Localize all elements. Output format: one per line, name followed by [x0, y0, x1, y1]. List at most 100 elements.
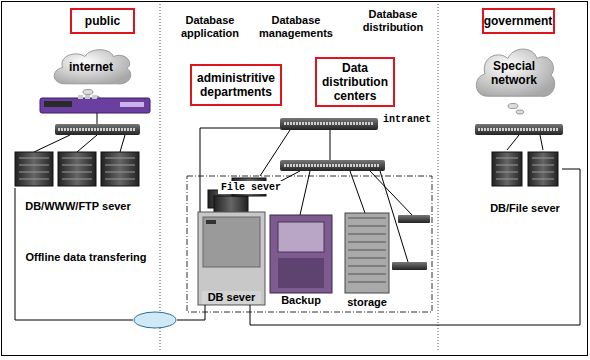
drive-bay [62, 172, 92, 173]
node-label: government [484, 14, 553, 28]
port [320, 122, 322, 125]
port [547, 128, 549, 131]
port [314, 164, 316, 167]
port [296, 122, 298, 125]
port [338, 164, 340, 167]
port [359, 164, 361, 167]
port [314, 122, 316, 125]
region-heading: government [482, 8, 555, 34]
network-cloud: internet [48, 46, 134, 88]
storage-rack [345, 213, 389, 293]
server-tower [15, 152, 558, 186]
device-label: DB/File sever [480, 202, 570, 215]
port [326, 164, 328, 167]
port [97, 128, 99, 131]
department-box: Data distribution centers [315, 57, 395, 107]
port [332, 122, 334, 125]
network-device [392, 215, 430, 270]
port [332, 164, 334, 167]
router [40, 95, 150, 113]
drive-bay [496, 158, 518, 159]
port [371, 122, 373, 125]
port [368, 122, 370, 125]
backup-library [270, 215, 332, 293]
drive-bay [496, 172, 518, 173]
wires [34, 113, 543, 262]
port [82, 128, 84, 131]
port [344, 122, 346, 125]
link-line [250, 169, 580, 325]
drive-bay [62, 165, 92, 166]
cloud-outline [54, 50, 131, 84]
port [130, 128, 132, 131]
function-label: Database managements [250, 14, 342, 40]
port [94, 128, 96, 131]
port [353, 122, 355, 125]
port [368, 164, 370, 167]
port [85, 128, 87, 131]
drive-bay [532, 179, 554, 180]
port [335, 122, 337, 125]
port [299, 164, 301, 167]
port [517, 128, 519, 131]
drive-bay [105, 179, 135, 180]
port [541, 128, 543, 131]
port [70, 128, 72, 131]
port [347, 122, 349, 125]
port [308, 122, 310, 125]
port [341, 122, 343, 125]
drive-bay [19, 158, 49, 159]
port [299, 122, 301, 125]
port [520, 128, 522, 131]
server-group: DB/WWW/FTP sever [12, 150, 144, 188]
drive-bay [532, 158, 554, 159]
drive-bay [532, 172, 554, 173]
port [290, 122, 292, 125]
port [377, 164, 379, 167]
port [317, 122, 319, 125]
db-server [198, 212, 265, 305]
file-server: File sever [206, 176, 276, 214]
port [535, 128, 537, 131]
drive-bay [496, 179, 518, 180]
port [544, 128, 546, 131]
port [365, 164, 367, 167]
port [526, 128, 528, 131]
port [61, 128, 63, 131]
backup-library: Backup [270, 215, 332, 293]
port [109, 128, 111, 131]
port [362, 122, 364, 125]
port [115, 128, 117, 131]
rack-slot [348, 218, 386, 219]
port [79, 128, 81, 131]
port [284, 164, 286, 167]
rack-slot [348, 250, 386, 251]
port [329, 164, 331, 167]
port [317, 164, 319, 167]
port [124, 128, 126, 131]
drive-bay [19, 179, 49, 180]
port [550, 128, 552, 131]
port [356, 122, 358, 125]
port [308, 164, 310, 167]
port [305, 164, 307, 167]
port [499, 128, 501, 131]
rack-slot [348, 258, 386, 259]
port [88, 128, 90, 131]
port [100, 128, 102, 131]
port [305, 122, 307, 125]
oval-shape [133, 311, 177, 329]
port [296, 164, 298, 167]
rack-slot [348, 242, 386, 243]
link-line [177, 305, 205, 320]
port [329, 122, 331, 125]
device-label: Offline data transfering [21, 251, 151, 264]
port [493, 128, 495, 131]
port [505, 128, 507, 131]
port [118, 128, 120, 131]
node-label: internet [69, 60, 113, 74]
port [353, 164, 355, 167]
cloud-outline [476, 49, 554, 96]
node-label: Data distribution centers [321, 61, 389, 103]
